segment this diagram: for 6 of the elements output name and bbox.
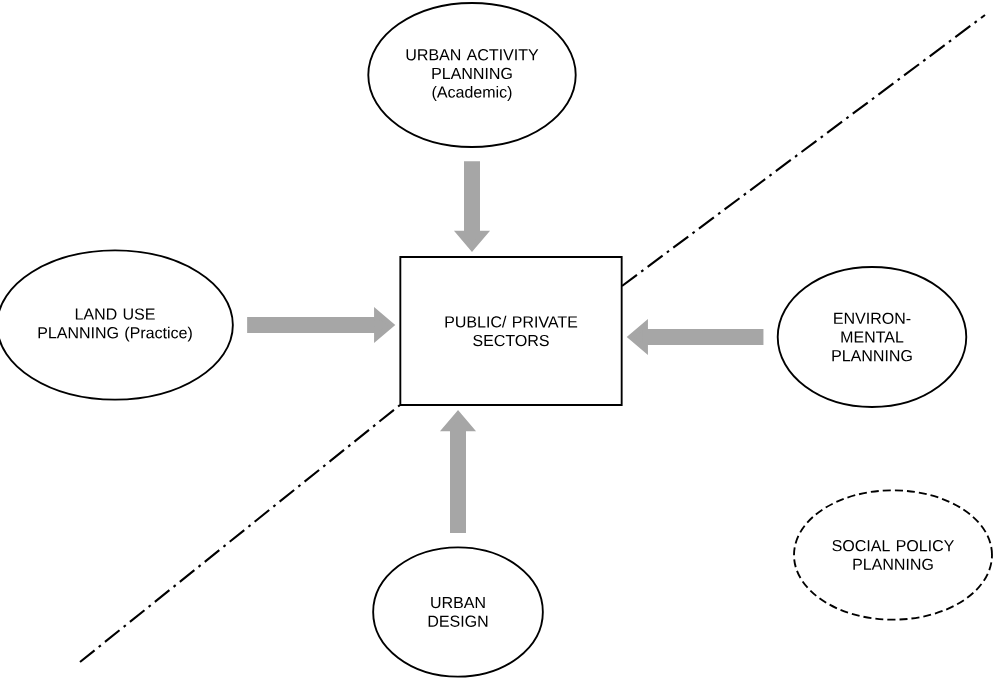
sector-box: PUBLIC/ PRIVATE SECTORS	[399, 256, 623, 406]
bubble: URBAN DESIGN	[372, 546, 544, 678]
bubble: URBAN ACTIVITY PLANNING (Academic)	[367, 2, 577, 148]
bubble: LAND USE PLANNING (Practice)	[0, 249, 234, 401]
bubble: ENVIRON- MENTAL PLANNING	[776, 266, 968, 408]
dashed-bubble: SOCIAL POLICY PLANNING	[793, 489, 993, 621]
